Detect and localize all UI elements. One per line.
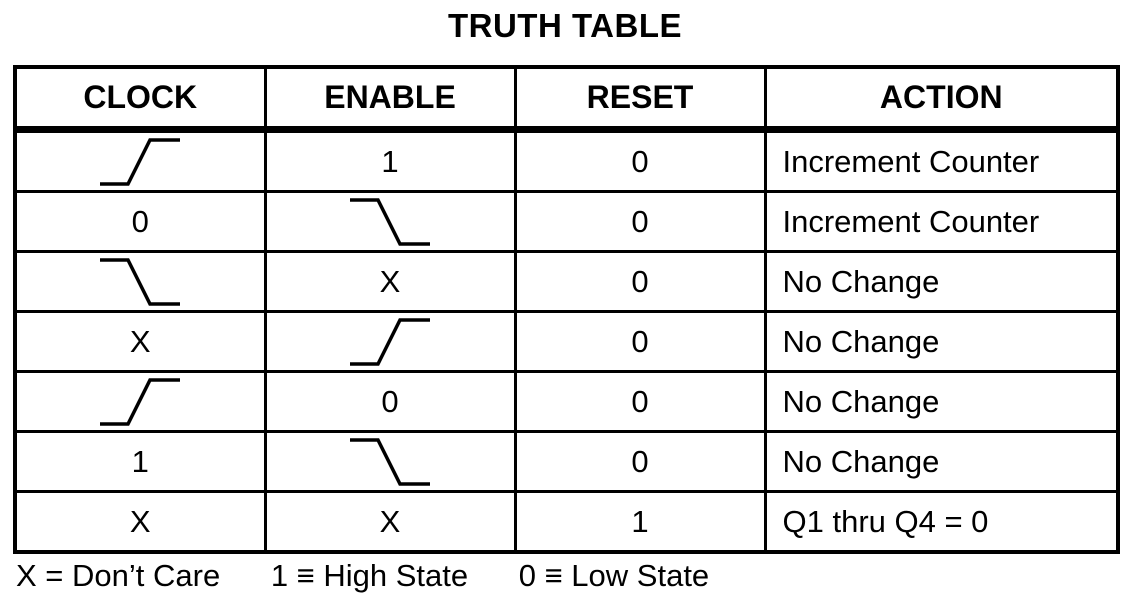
column-header-action: ACTION [763, 65, 1120, 133]
reset-cell: 0 [513, 250, 767, 313]
clock-cell: X [13, 490, 267, 554]
enable-cell [263, 190, 517, 253]
clock-cell: X [13, 310, 267, 373]
reset-cell: 0 [513, 370, 767, 433]
clock-cell: 0 [13, 190, 267, 253]
rising-edge-icon [98, 377, 182, 427]
reset-cell: 0 [513, 430, 767, 493]
falling-edge-icon [348, 197, 432, 247]
legend-dont-care: X = Don’t Care [16, 558, 221, 593]
legend-high-state: 1 ≡ High State [270, 558, 469, 593]
clock-cell [13, 128, 267, 193]
rising-edge-icon [348, 317, 432, 367]
column-header-reset: RESET [513, 65, 767, 133]
action-cell: No Change [763, 310, 1120, 373]
enable-cell: X [263, 250, 517, 313]
enable-cell: X [263, 490, 517, 554]
action-cell: Increment Counter [763, 128, 1120, 193]
reset-cell: 0 [513, 128, 767, 193]
legend-low-state: 0 ≡ Low State [518, 558, 710, 593]
reset-cell: 0 [513, 310, 767, 373]
falling-edge-icon [98, 257, 182, 307]
reset-cell: 1 [513, 490, 767, 554]
falling-edge-icon [348, 437, 432, 487]
action-cell: No Change [763, 250, 1120, 313]
action-cell: No Change [763, 370, 1120, 433]
clock-cell [13, 250, 267, 313]
enable-cell [263, 430, 517, 493]
reset-cell: 0 [513, 190, 767, 253]
legend: X = Don’t Care 1 ≡ High State 0 ≡ Low St… [16, 556, 751, 596]
rising-edge-icon [98, 137, 182, 187]
column-header-enable: ENABLE [263, 65, 517, 133]
header-row: CLOCK ENABLE RESET ACTION [13, 65, 1120, 133]
enable-cell: 0 [263, 370, 517, 433]
table-title: TRUTH TABLE [447, 7, 683, 44]
action-cell: Increment Counter [763, 190, 1120, 253]
clock-cell [13, 370, 267, 433]
enable-cell [263, 310, 517, 373]
action-cell: No Change [763, 430, 1120, 493]
action-cell: Q1 thru Q4 = 0 [763, 490, 1120, 554]
clock-cell: 1 [13, 430, 267, 493]
column-header-clock: CLOCK [13, 65, 267, 133]
enable-cell: 1 [263, 128, 517, 193]
